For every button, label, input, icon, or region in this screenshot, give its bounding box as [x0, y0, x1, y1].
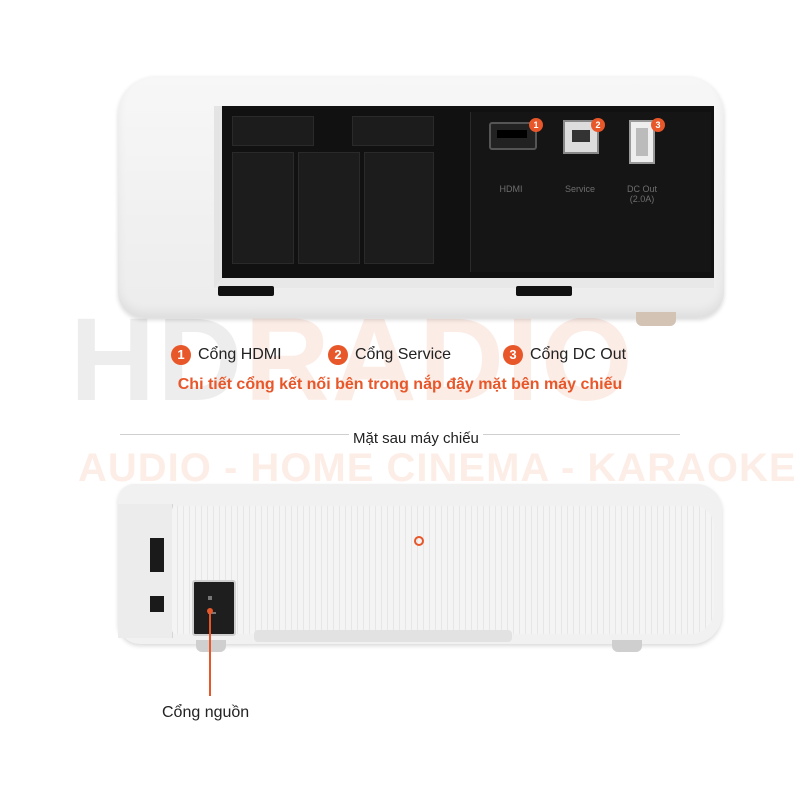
dc-out-port [629, 120, 655, 164]
service-number-badge: 2 [591, 118, 605, 132]
back-grille [172, 506, 714, 634]
legend-item-dc-out: 3 Cổng DC Out [503, 344, 626, 366]
power-port-label: Cổng nguồn [162, 704, 250, 721]
side-latch [150, 538, 164, 572]
service-port-label: Service [564, 184, 595, 194]
vent-ribs [232, 116, 434, 266]
watermark-hd: HD [70, 294, 245, 426]
hdmi-number-badge: 1 [529, 118, 543, 132]
port-panel: 1 2 3 HDMI Service DC Out (2.0A) [470, 112, 711, 272]
side-cover-interior: 1 2 3 HDMI Service DC Out (2.0A) [214, 106, 714, 288]
hdmi-port-label: HDMI [499, 184, 523, 194]
legend-label: Cổng DC Out [530, 346, 627, 363]
dc-out-number-badge: 3 [651, 118, 665, 132]
back-marker-icon [414, 536, 424, 546]
bottom-trim [254, 630, 512, 642]
device-foot [636, 312, 676, 326]
watermark-tagline: AUDIO - HOME CINEMA - KARAOKE [78, 446, 797, 490]
vent-slot-right [516, 286, 572, 296]
projector-back-view [118, 484, 722, 644]
side-button [150, 596, 164, 612]
ports-caption: Chi tiết cổng kết nối bên trong nắp đậy … [177, 376, 623, 393]
device-foot-right [612, 640, 642, 652]
legend-label: Cổng HDMI [198, 346, 282, 363]
power-port [192, 580, 236, 636]
legend-item-service: 2 Cổng Service [328, 344, 451, 366]
legend-number: 1 [171, 345, 191, 365]
legend-number: 3 [503, 345, 523, 365]
power-marker-icon [207, 608, 213, 614]
power-leader-line [209, 612, 211, 696]
watermark-radio: RADIO [244, 294, 635, 426]
legend-item-hdmi: 1 Cổng HDMI [171, 344, 282, 366]
legend-label: Cổng Service [355, 346, 452, 363]
vent-slot-left [218, 286, 274, 296]
legend-number: 2 [328, 345, 348, 365]
side-panel [118, 504, 173, 638]
dc-out-port-label: DC Out [626, 184, 657, 194]
dc-out-current-label: (2.0A) [629, 194, 655, 204]
watermark-logo: HDRADIO [70, 300, 730, 420]
projector-side-view: 1 2 3 HDMI Service DC Out (2.0A) [118, 76, 724, 318]
back-side-label: Mặt sau máy chiếu [349, 430, 483, 447]
device-foot-left [196, 640, 226, 652]
